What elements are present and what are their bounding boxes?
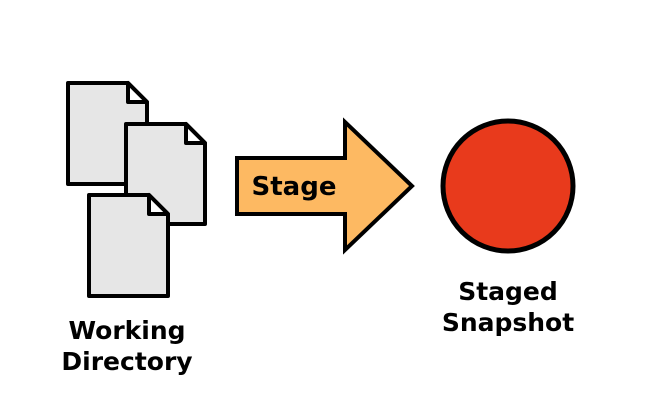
document-icon [87,193,170,298]
working-directory-label-line2: Directory [61,347,192,376]
working-directory-files [66,81,207,298]
arrow-right-icon [235,117,415,255]
stage-label: Stage [252,172,337,202]
working-directory-label: Working Directory [61,316,192,376]
staged-snapshot-label-line1: Staged [458,277,558,306]
circle-icon [440,118,576,254]
staged-snapshot-label-line2: Snapshot [442,308,574,337]
stage-arrow: Stage [235,117,415,255]
working-directory-label-line1: Working [68,316,185,345]
staged-snapshot-label: Staged Snapshot [442,277,574,337]
